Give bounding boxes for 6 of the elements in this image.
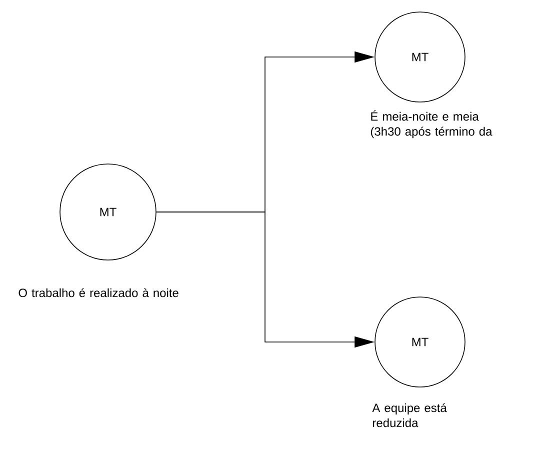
circle-node: MT: [374, 12, 466, 102]
circle-node: MT: [374, 296, 466, 388]
node-caption: A equipe está reduzida: [372, 403, 447, 428]
node-caption: É meia-noite e meia (3h30 após término da: [370, 110, 492, 138]
node-caption: O trabalho é realizado à noite: [18, 288, 178, 298]
circle-node: MT: [60, 164, 156, 260]
